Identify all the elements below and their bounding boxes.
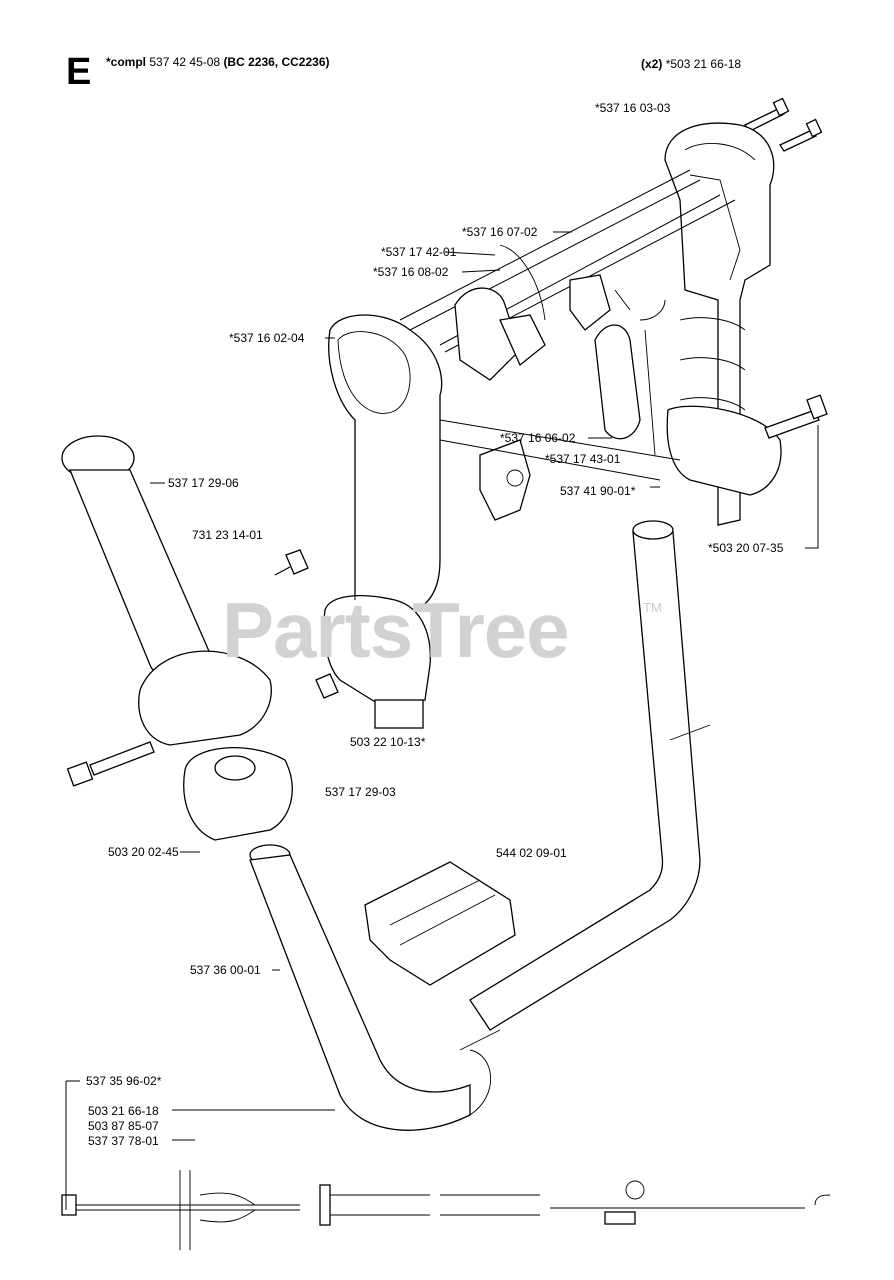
part-label[interactable]: 537 35 96-02* [86, 1074, 162, 1088]
loose-grip[interactable] [61, 435, 272, 746]
part-label[interactable]: 537 36 00-01 [190, 963, 261, 977]
part-label[interactable]: *537 16 06-02 [500, 431, 576, 445]
part-label[interactable]: 537 17 29-06 [168, 476, 239, 490]
quantity-header: (x2) *503 21 66-18 [641, 57, 741, 71]
part-label[interactable]: *503 20 07-35 [708, 541, 784, 555]
part-label[interactable]: *537 17 42-01 [381, 245, 457, 259]
part-label[interactable]: 537 37 78-01 [88, 1134, 159, 1148]
bolt-left[interactable] [66, 741, 155, 787]
qty-note: (x2) [641, 57, 663, 71]
connecting-rod [439, 419, 681, 481]
part-label[interactable]: 503 87 85-07 [88, 1119, 159, 1133]
cable-clip[interactable] [479, 439, 531, 521]
part-label[interactable]: 537 17 29-03 [325, 785, 396, 799]
tube-left[interactable] [249, 844, 501, 1131]
assembly-number[interactable]: 537 42 45-08 [149, 55, 221, 69]
qty-part-number[interactable]: *503 21 66-18 [665, 57, 742, 71]
tube-clamp[interactable] [183, 747, 293, 841]
cable-assembly[interactable] [61, 1170, 831, 1250]
top-screws[interactable] [743, 97, 823, 152]
part-label[interactable]: *537 16 03-03 [595, 101, 671, 115]
long-bolt[interactable] [764, 394, 828, 439]
part-label[interactable]: 731 23 14-01 [192, 528, 263, 542]
part-label[interactable]: *537 16 02-04 [229, 331, 305, 345]
part-label[interactable]: *537 17 43-01 [545, 452, 621, 466]
handle-housing-right[interactable] [664, 122, 782, 526]
part-label[interactable]: 503 22 10-13* [350, 735, 426, 749]
watermark: PartsTree [222, 586, 570, 674]
part-label[interactable]: 537 41 90-01* [560, 484, 636, 498]
assembly-prefix: *compl [106, 55, 147, 69]
trigger-parts[interactable] [454, 244, 666, 456]
part-label[interactable]: 544 02 09-01 [496, 846, 567, 860]
assembly-header: *compl 537 42 45-08 (BC 2236, CC2236) [106, 55, 330, 69]
watermark-trademark: TM [643, 600, 662, 615]
assembly-models: (BC 2236, CC2236) [223, 55, 330, 69]
part-label[interactable]: 503 21 66-18 [88, 1104, 159, 1118]
tube-right[interactable] [469, 520, 711, 1031]
part-label[interactable]: *537 16 08-02 [373, 265, 449, 279]
section-letter: E [66, 51, 92, 93]
leader-lines [65, 231, 819, 1210]
clip-plate[interactable] [364, 861, 516, 986]
part-label[interactable]: 503 20 02-45 [108, 845, 179, 859]
part-label[interactable]: *537 16 07-02 [462, 225, 538, 239]
handle-grip-left[interactable] [323, 314, 443, 729]
small-nut[interactable] [285, 549, 339, 699]
